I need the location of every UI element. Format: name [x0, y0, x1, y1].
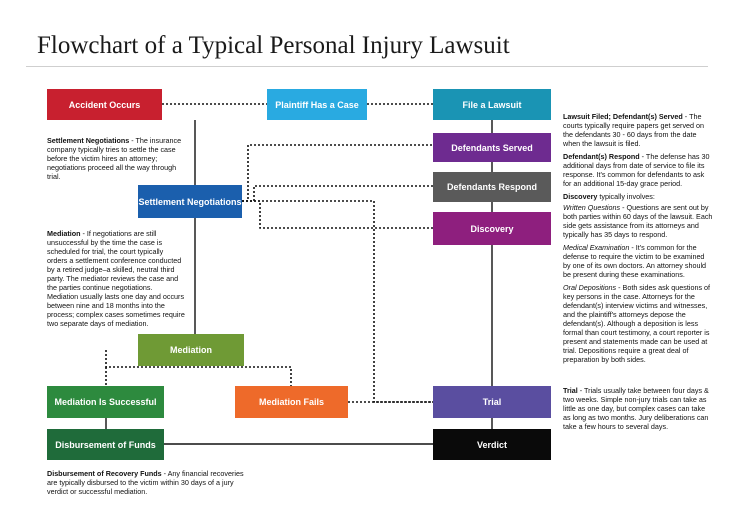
connector-settlement-trial [242, 200, 433, 403]
note-trial-heading: Trial [563, 386, 578, 395]
note-written-body: - Questions are sent out by both parties… [563, 203, 713, 239]
note-discovery-intro: typically involves: [597, 192, 655, 201]
note-lawsuit-body: - The courts typically require papers ge… [563, 112, 705, 148]
note-respond-heading: Defendant(s) Respond [563, 152, 640, 161]
title-divider [26, 66, 708, 67]
note-lawsuit-heading: Lawsuit Filed; Defendant(s) Served [563, 112, 683, 121]
node-settlement-negotiations: Settlement Negotiations [138, 185, 242, 218]
node-accident-occurs: Accident Occurs [47, 89, 162, 120]
note-respond-body: - The defense has 30 additional days fro… [563, 152, 710, 188]
note-disbursement-body: - Any financial recoveries are typically… [47, 469, 244, 496]
note-oral-depositions: Oral Depositions - Both sides ask questi… [563, 283, 713, 364]
note-oral-body: - Both sides ask questions of key person… [563, 283, 711, 364]
note-disbursement: Disbursement of Recovery Funds - Any fin… [47, 469, 252, 496]
note-medical-title: Medical Examination [563, 243, 630, 252]
note-mediation: Mediation - If negotiations are still un… [47, 229, 185, 328]
notes-right-column: Lawsuit Filed; Defendant(s) Served - The… [563, 112, 713, 368]
connector-mediation-branch [105, 350, 292, 386]
note-settlement: Settlement Negotiations - The insurance … [47, 136, 185, 181]
node-plaintiff-has-case: Plaintiff Has a Case [267, 89, 367, 120]
note-trial: Trial - Trials usually take between four… [563, 386, 713, 431]
note-medical-examination: Medical Examination - It's common for th… [563, 243, 713, 279]
connector-settlement-served [242, 144, 433, 202]
node-defendants-respond: Defendants Respond [433, 172, 551, 202]
connector-settlement-discovery [242, 200, 433, 229]
node-trial: Trial [433, 386, 551, 418]
node-mediation: Mediation [138, 334, 244, 366]
note-settlement-heading: Settlement Negotiations [47, 136, 130, 145]
node-verdict: Verdict [433, 429, 551, 460]
note-oral-title: Oral Depositions [563, 283, 617, 292]
note-respond: Defendant(s) Respond - The defense has 3… [563, 152, 713, 188]
note-medical-body: - It's common for the defense to require… [563, 243, 707, 279]
node-discovery: Discovery [433, 212, 551, 245]
note-disbursement-heading: Disbursement of Recovery Funds [47, 469, 162, 478]
note-trial-body: - Trials usually take between four days … [563, 386, 709, 431]
note-discovery-heading: Discovery [563, 192, 598, 201]
note-mediation-heading: Mediation [47, 229, 81, 238]
node-mediation-fails: Mediation Fails [235, 386, 348, 418]
note-lawsuit: Lawsuit Filed; Defendant(s) Served - The… [563, 112, 713, 148]
node-disbursement-of-funds: Disbursement of Funds [47, 429, 164, 460]
note-mediation-body: - If negotiations are still unsuccessful… [47, 229, 185, 328]
note-written-questions: Written Questions - Questions are sent o… [563, 203, 713, 239]
node-file-lawsuit: File a Lawsuit [433, 89, 551, 120]
note-discovery: Discovery typically involves: [563, 192, 713, 201]
node-defendants-served: Defendants Served [433, 133, 551, 162]
page-title: Flowchart of a Typical Personal Injury L… [37, 32, 510, 59]
node-mediation-successful: Mediation Is Successful [47, 386, 164, 418]
note-written-title: Written Questions [563, 203, 621, 212]
note-settlement-body: - The insurance company typically tries … [47, 136, 182, 181]
connector-settlement-respond [242, 185, 433, 202]
